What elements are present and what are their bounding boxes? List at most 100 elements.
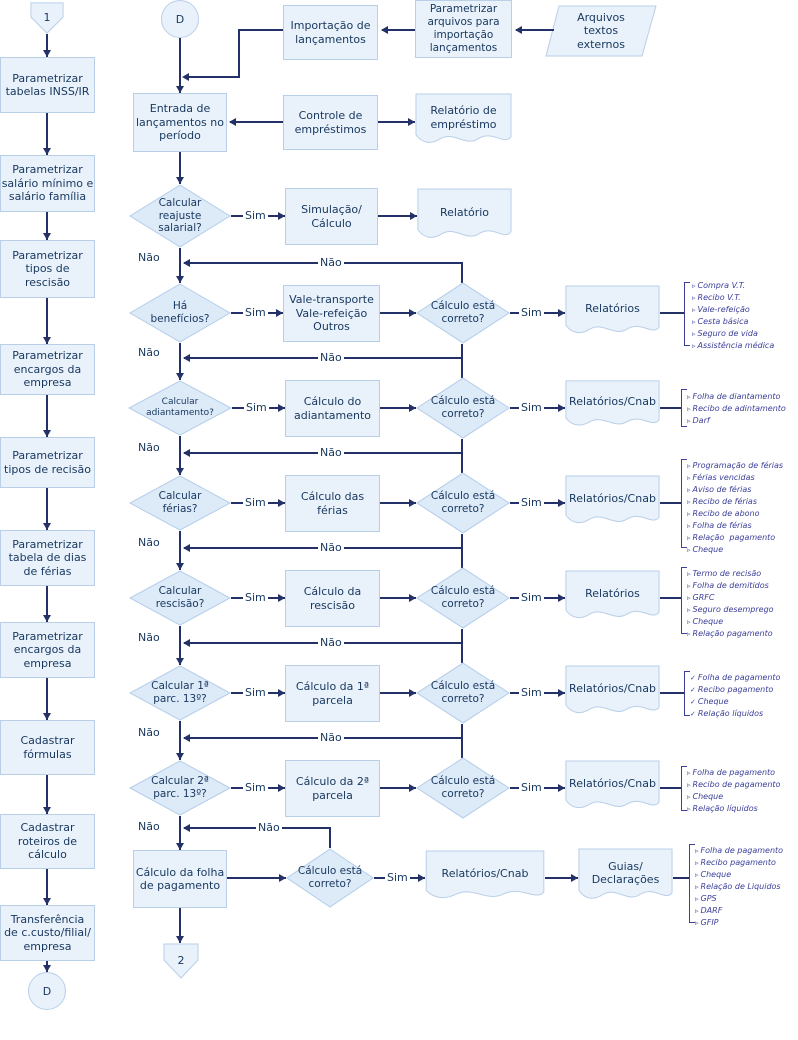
- output-relatorios-cnab-folha: Relatórios/Cnab: [425, 850, 545, 905]
- connector-line: [46, 869, 48, 905]
- connector-line: [545, 877, 578, 879]
- list-bracket: [681, 459, 687, 460]
- output-relatorio: Relatório: [417, 188, 512, 245]
- label-nao: Não: [256, 821, 282, 834]
- connector-line: [179, 343, 181, 380]
- label-nao: Não: [136, 251, 162, 264]
- decision-calculo-correto-folha: Cálculo está correto?: [286, 848, 374, 908]
- list-bracket: [684, 671, 685, 716]
- output-detail-list: ▹Folha de pagamento▹Recibo pagamento▹Che…: [695, 846, 784, 927]
- label-sim: Sim: [519, 401, 544, 414]
- list-bracket: [681, 547, 687, 548]
- connector-line: [46, 298, 48, 344]
- connector-d-top: D: [161, 0, 199, 38]
- input-arquivos-textos-externos: Arquivos textos externos: [545, 5, 657, 57]
- decision-calcular-ferias: Calcular férias?: [129, 475, 231, 531]
- output-detail-list: ▹Compra V.T.▹Recibo V.T.▹Vale-refeição▹C…: [692, 281, 775, 350]
- list-bracket: [689, 844, 690, 923]
- connector-line: [238, 29, 240, 77]
- arrowhead: [176, 753, 184, 760]
- connector-line: [179, 721, 181, 760]
- decision-calculo-correto-1a-parcela: Cálculo está correto?: [416, 662, 510, 724]
- arrowhead: [182, 73, 189, 81]
- arrowhead: [183, 824, 190, 832]
- list-bracket: [684, 282, 685, 346]
- arrowhead: [418, 874, 425, 882]
- arrowhead: [278, 689, 285, 697]
- decision-calculo-correto-beneficios: Cálculo está correto?: [416, 282, 510, 344]
- list-bracket: [681, 810, 687, 811]
- list-bracket: [681, 766, 687, 767]
- arrowhead: [43, 430, 51, 437]
- output-relatorios-cnab-ferias: Relatórios/Cnab: [565, 475, 660, 530]
- label-nao: Não: [318, 731, 344, 744]
- arrowhead: [176, 276, 184, 283]
- connector-line: [179, 626, 181, 665]
- connector-line: [382, 29, 415, 31]
- list-bracket: [684, 282, 690, 283]
- connector-line: [380, 787, 416, 789]
- label-sim: Sim: [519, 686, 544, 699]
- connector-line: [46, 775, 48, 814]
- connector-line: [378, 121, 415, 123]
- arrowhead: [176, 563, 184, 570]
- arrowhead: [409, 784, 416, 792]
- connector-line: [380, 312, 416, 314]
- connector-line: [660, 502, 681, 504]
- arrowhead: [515, 26, 522, 34]
- connector-line: [461, 629, 463, 663]
- arrowhead: [43, 233, 51, 240]
- connector-line: [461, 534, 463, 568]
- arrowhead: [558, 689, 565, 697]
- label-sim: Sim: [519, 306, 544, 319]
- process-parametrizar-arquivos: Parametrizar arquivos para importação la…: [415, 0, 512, 58]
- arrowhead: [278, 784, 285, 792]
- arrowhead: [409, 499, 416, 507]
- arrowhead: [43, 713, 51, 720]
- arrowhead: [409, 689, 416, 697]
- connector-line: [380, 502, 416, 504]
- label-nao: Não: [318, 446, 344, 459]
- connector-line: [46, 586, 48, 622]
- list-bracket: [681, 389, 687, 390]
- label-nao: Não: [136, 820, 162, 833]
- process-vale-transporte: Vale-transporte Vale-refeição Outros: [283, 285, 380, 342]
- step-parametrizar-encargos-1: Parametrizar encargos da empresa: [0, 344, 95, 395]
- process-calculo-folha-pagamento: Cálculo da folha de pagamento: [133, 850, 227, 908]
- connector-line: [46, 113, 48, 155]
- connector-line: [46, 678, 48, 720]
- arrowhead: [408, 118, 415, 126]
- label-nao: Não: [136, 631, 162, 644]
- arrowhead: [183, 734, 190, 742]
- connector-line: [46, 488, 48, 530]
- arrowhead: [229, 118, 236, 126]
- label-sim: Sim: [243, 686, 268, 699]
- output-detail-list: ▹Folha de pagamento▹Recibo de pagamento▹…: [687, 768, 781, 813]
- connector-line: [380, 407, 416, 409]
- arrowhead: [176, 468, 184, 475]
- connector-line: [461, 439, 463, 473]
- connector-line: [329, 827, 331, 848]
- connector-line: [230, 121, 283, 123]
- arrowhead: [176, 373, 184, 380]
- connector-line: [461, 724, 463, 758]
- connector-line: [660, 787, 681, 789]
- arrowhead: [183, 544, 190, 552]
- connector-line: [179, 152, 181, 184]
- label-nao: Não: [318, 636, 344, 649]
- connector-line: [461, 262, 463, 283]
- connector-line: [179, 436, 181, 475]
- arrowhead: [176, 177, 184, 184]
- step-parametrizar-salario-minimo: Parametrizar salário mínimo e salário fa…: [0, 155, 95, 212]
- arrowhead: [43, 965, 51, 972]
- list-bracket: [681, 766, 682, 811]
- arrowhead: [278, 499, 285, 507]
- arrowhead: [409, 404, 416, 412]
- connector-line: [660, 407, 681, 409]
- arrowhead: [410, 212, 417, 220]
- process-controle-emprestimos: Controle de empréstimos: [283, 95, 378, 150]
- arrowhead: [176, 843, 184, 850]
- arrowhead: [279, 874, 286, 882]
- decision-calculo-correto-2a-parcela: Cálculo está correto?: [416, 757, 510, 819]
- arrowhead: [278, 594, 285, 602]
